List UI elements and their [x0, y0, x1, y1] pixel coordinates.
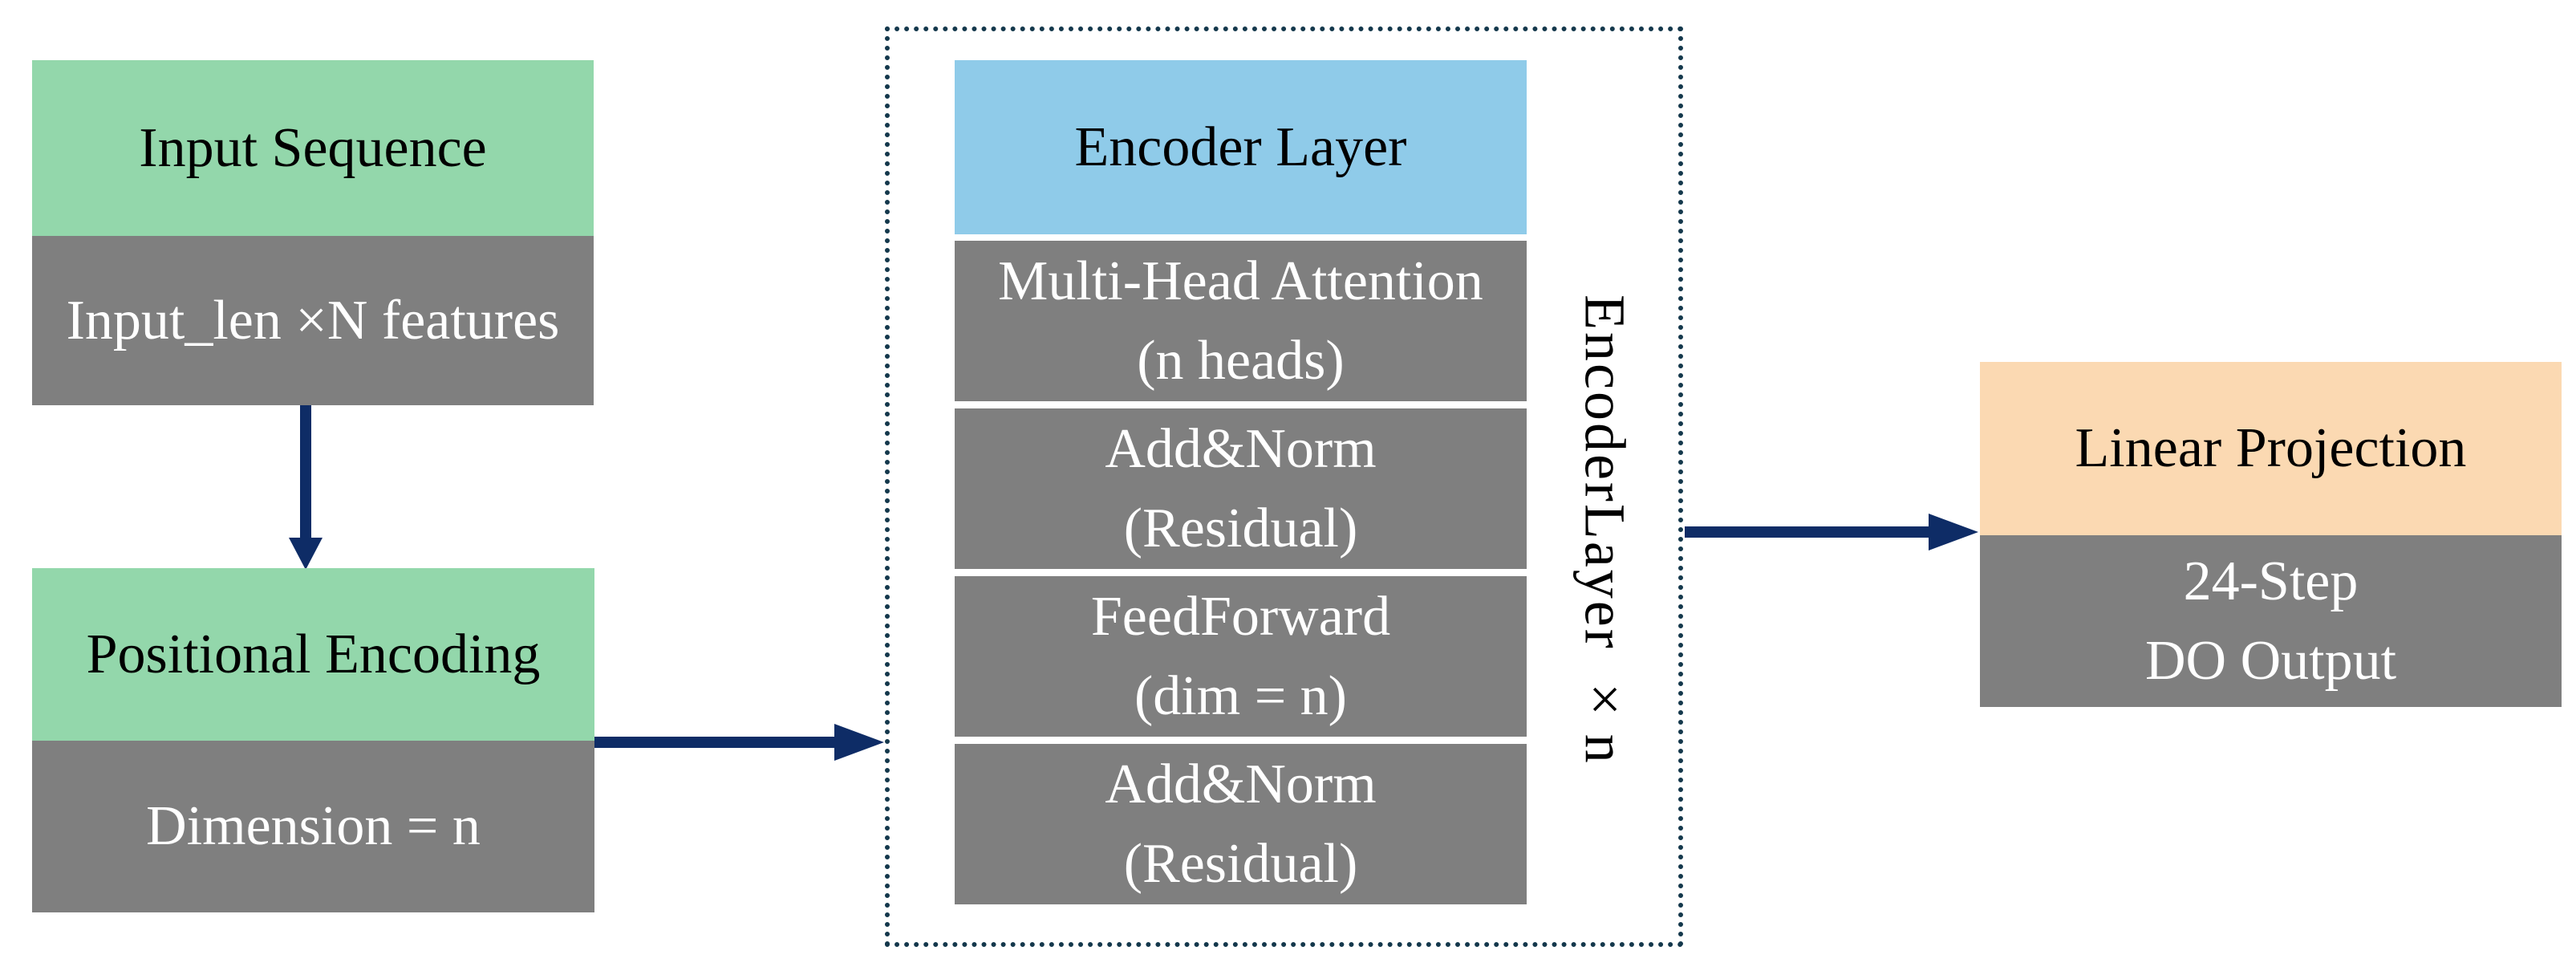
sublayer-param: (Residual) — [1123, 498, 1358, 559]
sublayer-name: Add&Norm — [1105, 753, 1377, 815]
encoder-sublayer-cell: Add&Norm (Residual) — [955, 408, 1527, 569]
input-sequence-detail: Input_len ×N features — [66, 289, 560, 351]
encoder-sublayer-add-norm-2: Add&Norm (Residual) — [955, 744, 1527, 904]
arrow-right-to-encoder-shaft — [594, 737, 837, 748]
output-detail-line2: DO Output — [2144, 630, 2397, 692]
encoder-layer-header: Encoder Layer — [955, 60, 1527, 234]
encoder-dotted-container — [885, 26, 1683, 947]
encoder-sublayer-cell: FeedForward (dim = n) — [955, 576, 1527, 737]
positional-encoding-header: Positional Encoding — [32, 568, 594, 741]
encoder-sublayer-cell: Multi-Head Attention (n heads) — [955, 241, 1527, 401]
arrow-right-to-output-head-icon — [1929, 514, 1978, 550]
arrow-right-to-output-shaft — [1685, 526, 1932, 538]
sublayer-param: (dim = n) — [1134, 665, 1347, 727]
linear-projection-title: Linear Projection — [2075, 417, 2467, 479]
linear-projection-header: Linear Projection — [1980, 362, 2562, 535]
sublayer-name: Add&Norm — [1105, 417, 1377, 480]
positional-encoding-title: Positional Encoding — [86, 623, 541, 685]
positional-encoding-node: Positional Encoding Dimension = n — [32, 568, 594, 912]
linear-projection-body: 24-Step DO Output — [1980, 535, 2562, 707]
positional-encoding-detail: Dimension = n — [146, 795, 481, 858]
sublayer-param: (Residual) — [1123, 833, 1358, 895]
positional-encoding-body: Dimension = n — [32, 741, 594, 912]
sublayer-name: FeedForward — [1090, 585, 1391, 648]
encoder-sublayer-multi-head-attention: Multi-Head Attention (n heads) — [955, 241, 1527, 401]
input-sequence-node: Input Sequence Input_len ×N features — [32, 60, 594, 405]
input-sequence-body: Input_len ×N features — [32, 236, 594, 405]
encoder-sublayer-add-norm-1: Add&Norm (Residual) — [955, 408, 1527, 569]
encoder-repeat-label: EncoderLayer ×n — [1572, 294, 1637, 766]
linear-projection-node: Linear Projection 24-Step DO Output — [1980, 362, 2562, 707]
arrow-right-to-encoder-head-icon — [834, 724, 884, 761]
encoder-sublayer-feedforward: FeedForward (dim = n) — [955, 576, 1527, 737]
arrow-down-shaft — [300, 405, 311, 543]
sublayer-param: (n heads) — [1137, 330, 1345, 392]
arrow-down-head-icon — [289, 538, 323, 570]
encoder-layer-node: Encoder Layer — [955, 60, 1527, 234]
input-sequence-header: Input Sequence — [32, 60, 594, 236]
sublayer-name: Multi-Head Attention — [998, 250, 1483, 312]
output-detail-line1: 24-Step — [2183, 550, 2359, 612]
input-sequence-title: Input Sequence — [139, 116, 487, 179]
encoder-sublayer-cell: Add&Norm (Residual) — [955, 744, 1527, 904]
encoder-layer-title: Encoder Layer — [1074, 116, 1407, 178]
